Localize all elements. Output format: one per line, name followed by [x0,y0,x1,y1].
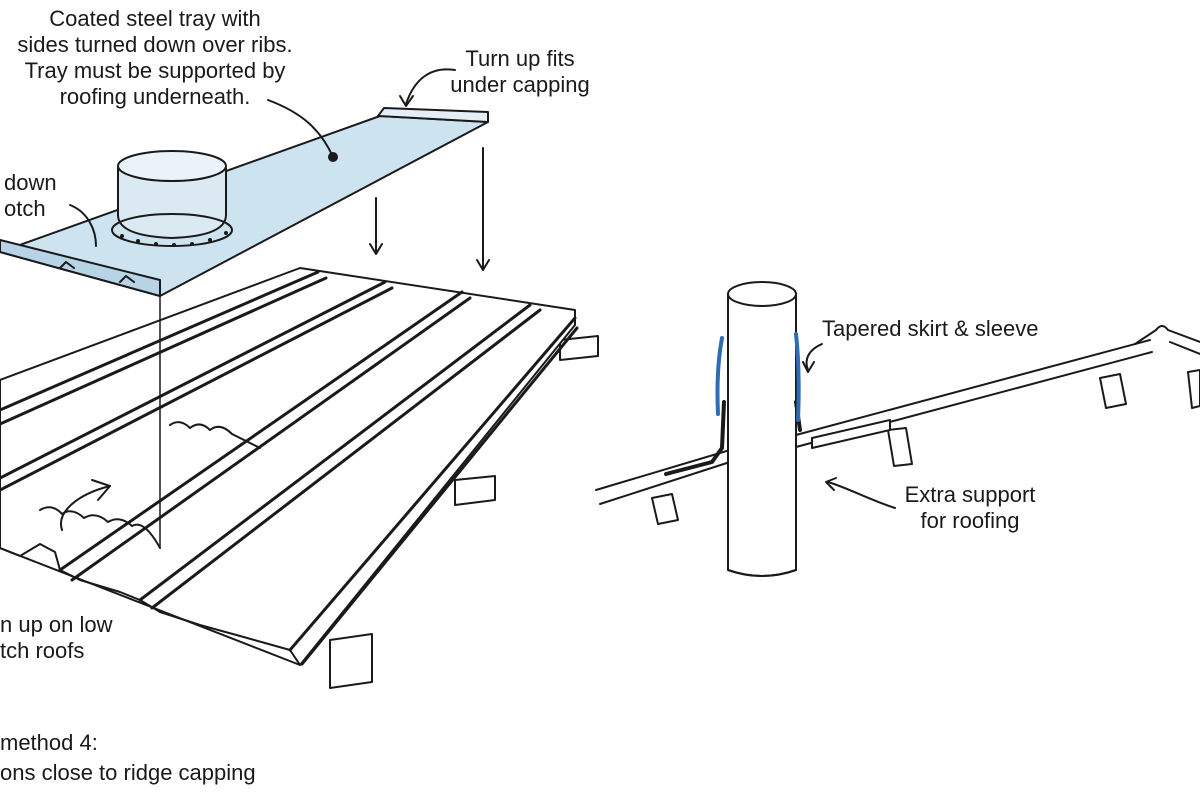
pipe [727,281,797,577]
flue-collar-opening [117,150,227,182]
turn-up-label: Turn up fits under capping [450,46,590,97]
tapered-skirt-label: Tapered skirt & sleeve [822,316,1039,341]
steel-tray [0,107,489,297]
extra-support-leader-line [827,481,896,509]
pipe-top [727,281,797,307]
figure-caption: method 4: ons close to ridge capping [0,730,256,785]
tray-leader-line [267,99,334,158]
extra-support-label: Extra support for roofing [904,482,1036,533]
turn-up-low-pitch-label: n up on low tch roofs [0,612,113,663]
roof-sheeting [0,267,579,666]
right-roof-section [595,281,1200,577]
tray-label: Coated steel tray with sides turned down… [17,6,293,109]
flue-rivets [120,231,228,247]
turn-down-leader-line [69,204,97,247]
turn-up-leader-line [405,68,456,105]
purlin-battens [329,335,599,689]
sheet-lap-joint-lower [39,506,161,549]
extra-support-batten [811,419,891,449]
sheet-ribs [0,270,579,666]
sheet-profile-edge [0,543,301,666]
flue-collar [111,150,233,247]
turn-up-arrow [60,485,111,531]
tray-turn-up [377,107,489,123]
sheet-lap-joint [169,421,261,449]
placement-arrows [159,147,490,549]
tapered-sleeve [715,332,801,422]
turn-down-label: down otch [4,170,57,221]
tapered-leader-line [805,343,823,371]
ridge-capping [1134,325,1200,345]
